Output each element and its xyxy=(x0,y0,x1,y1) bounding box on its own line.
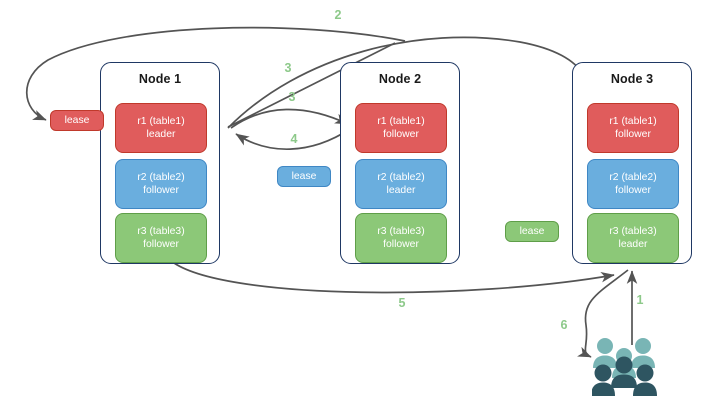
node-2-replica-r1[interactable]: r1 (table1) follower xyxy=(355,103,447,153)
step-label-6: 6 xyxy=(560,318,568,332)
node-3-replica-r2-name: r2 (table2) xyxy=(609,171,657,183)
node-1-replica-r2[interactable]: r2 (table2) follower xyxy=(115,159,207,209)
arrow-step-5 xyxy=(173,262,615,294)
node-3-replica-r1-role: follower xyxy=(615,129,651,140)
node-2-replica-r1-name: r1 (table1) xyxy=(377,115,425,127)
node-1-replica-r1[interactable]: r1 (table1) leader xyxy=(115,103,207,153)
step-label-5: 5 xyxy=(398,296,406,310)
node-1[interactable]: Node 1 r1 (table1) leader r2 (table2) fo… xyxy=(100,62,220,264)
node-2[interactable]: Node 2 r1 (table1) follower r2 (table2) … xyxy=(340,62,460,264)
node-2-replica-r2-role: leader xyxy=(386,185,416,196)
step-label-3-lower: 3 xyxy=(288,90,296,104)
node-2-replica-r2-name: r2 (table2) xyxy=(377,171,425,183)
node-2-replica-r3[interactable]: r3 (table3) follower xyxy=(355,213,447,263)
node-1-replica-r1-role: leader xyxy=(146,129,176,140)
node-1-replica-r1-name: r1 (table1) xyxy=(137,115,185,127)
node-1-replica-r3[interactable]: r3 (table3) follower xyxy=(115,213,207,263)
node-3-replica-r2-role: follower xyxy=(615,185,651,196)
lease-badge-r2[interactable]: lease xyxy=(277,166,331,187)
step-label-1: 1 xyxy=(636,293,644,307)
node-3-replica-r3-role: leader xyxy=(618,239,648,250)
node-2-replica-r3-role: follower xyxy=(383,239,419,250)
arrow-step-3-lower xyxy=(230,108,349,129)
node-1-replica-r2-role: follower xyxy=(143,185,179,196)
node-3-title: Node 3 xyxy=(610,72,654,86)
node-2-replica-r3-name: r3 (table3) xyxy=(377,225,425,237)
users-group-icon xyxy=(592,338,657,396)
step-label-2: 2 xyxy=(334,8,342,22)
node-1-replica-r3-role: follower xyxy=(143,239,179,250)
node-1-replica-r2-name: r2 (table2) xyxy=(137,171,185,183)
node-3[interactable]: Node 3 r1 (table1) follower r2 (table2) … xyxy=(572,62,692,264)
step-label-4: 4 xyxy=(290,132,298,146)
node-3-replica-r3[interactable]: r3 (table3) leader xyxy=(587,213,679,263)
node-3-replica-r2[interactable]: r2 (table2) follower xyxy=(587,159,679,209)
node-3-replica-r3-name: r3 (table3) xyxy=(609,225,657,237)
lease-badge-r3[interactable]: lease xyxy=(505,221,559,242)
node-2-title: Node 2 xyxy=(378,72,422,86)
node-1-replica-r3-name: r3 (table3) xyxy=(137,225,185,237)
node-2-replica-r2[interactable]: r2 (table2) leader xyxy=(355,159,447,209)
node-3-replica-r1[interactable]: r1 (table1) follower xyxy=(587,103,679,153)
node-2-replica-r1-role: follower xyxy=(383,129,419,140)
lease-badge-r1[interactable]: lease xyxy=(50,110,104,131)
step-label-3-upper: 3 xyxy=(284,61,292,75)
node-3-replica-r1-name: r1 (table1) xyxy=(609,115,657,127)
node-1-title: Node 1 xyxy=(138,72,182,86)
